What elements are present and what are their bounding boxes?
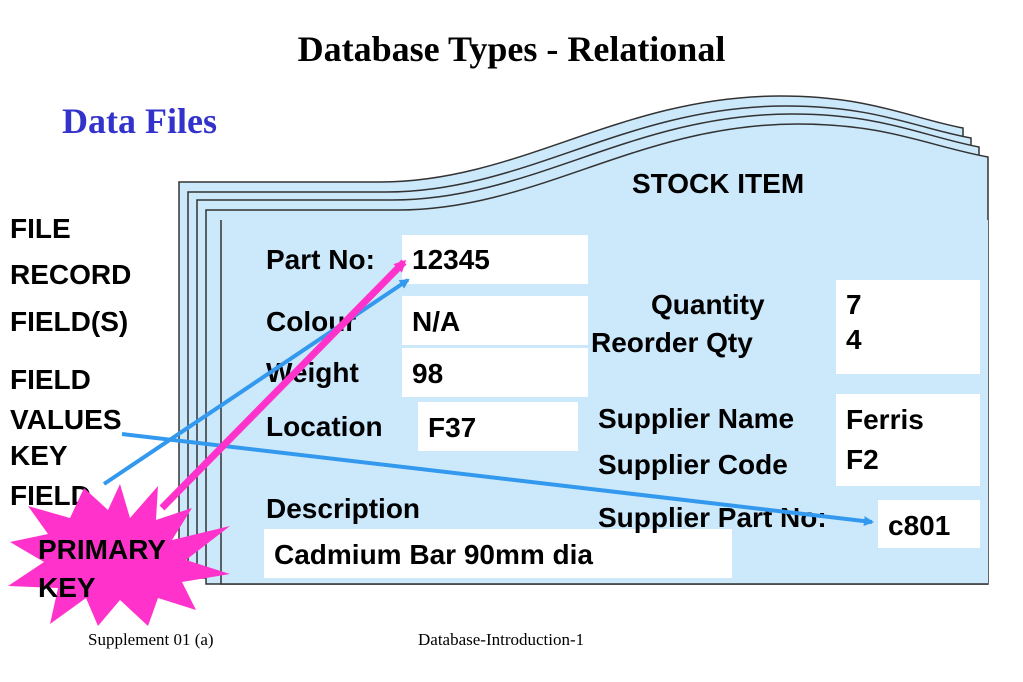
primary-key-label-2: KEY [38, 572, 96, 603]
arrow-key-field-to-part-no [102, 278, 410, 486]
description-value: Cadmium Bar 90mm dia [264, 529, 732, 578]
footer-left: Supplement 01 (a) [88, 630, 214, 649]
page-title: Database Types - Relational [297, 29, 726, 69]
term-file: FILE [10, 213, 71, 244]
supplier-part-no-label: Supplier Part No: [598, 502, 827, 533]
term-fields: FIELD(S) [10, 306, 129, 337]
location-label: Location [266, 411, 383, 442]
supplier-value-box: Ferris F2 [836, 394, 980, 486]
supplier-name-value: Ferris [846, 404, 924, 435]
term-field: FIELD [10, 364, 91, 395]
term-record: RECORD [10, 259, 132, 290]
part-no-value: 12345 [402, 235, 588, 284]
description-label: Description [266, 493, 421, 524]
weight-value: 98 [402, 348, 588, 397]
location-value: F37 [418, 402, 578, 451]
quantity-label: Quantity [651, 289, 765, 320]
colour-value: N/A [402, 296, 588, 345]
footer-center: Database-Introduction-1 [418, 630, 585, 649]
supplier-part-no-value: c801 [878, 500, 980, 548]
supplier-name-label: Supplier Name [598, 403, 795, 434]
arrow-values-to-supplier-part [121, 432, 874, 527]
page-subtitle: Data Files [62, 101, 217, 141]
supplier-code-label: Supplier Code [598, 449, 788, 480]
arrow-primary-key-to-part-no [159, 259, 407, 511]
primary-key-label-1: PRIMARY [38, 534, 167, 565]
quantity-value: 7 [846, 289, 862, 320]
record-heading: STOCK ITEM [632, 168, 805, 199]
supplier-code-value: F2 [846, 444, 879, 475]
quantity-value-box: 7 4 [836, 280, 980, 374]
part-no-label: Part No: [266, 244, 375, 275]
reorder-qty-value: 4 [846, 324, 862, 355]
term-values: VALUES [10, 404, 122, 435]
reorder-qty-label: Reorder Qty [591, 327, 753, 358]
term-key: KEY [10, 440, 68, 471]
